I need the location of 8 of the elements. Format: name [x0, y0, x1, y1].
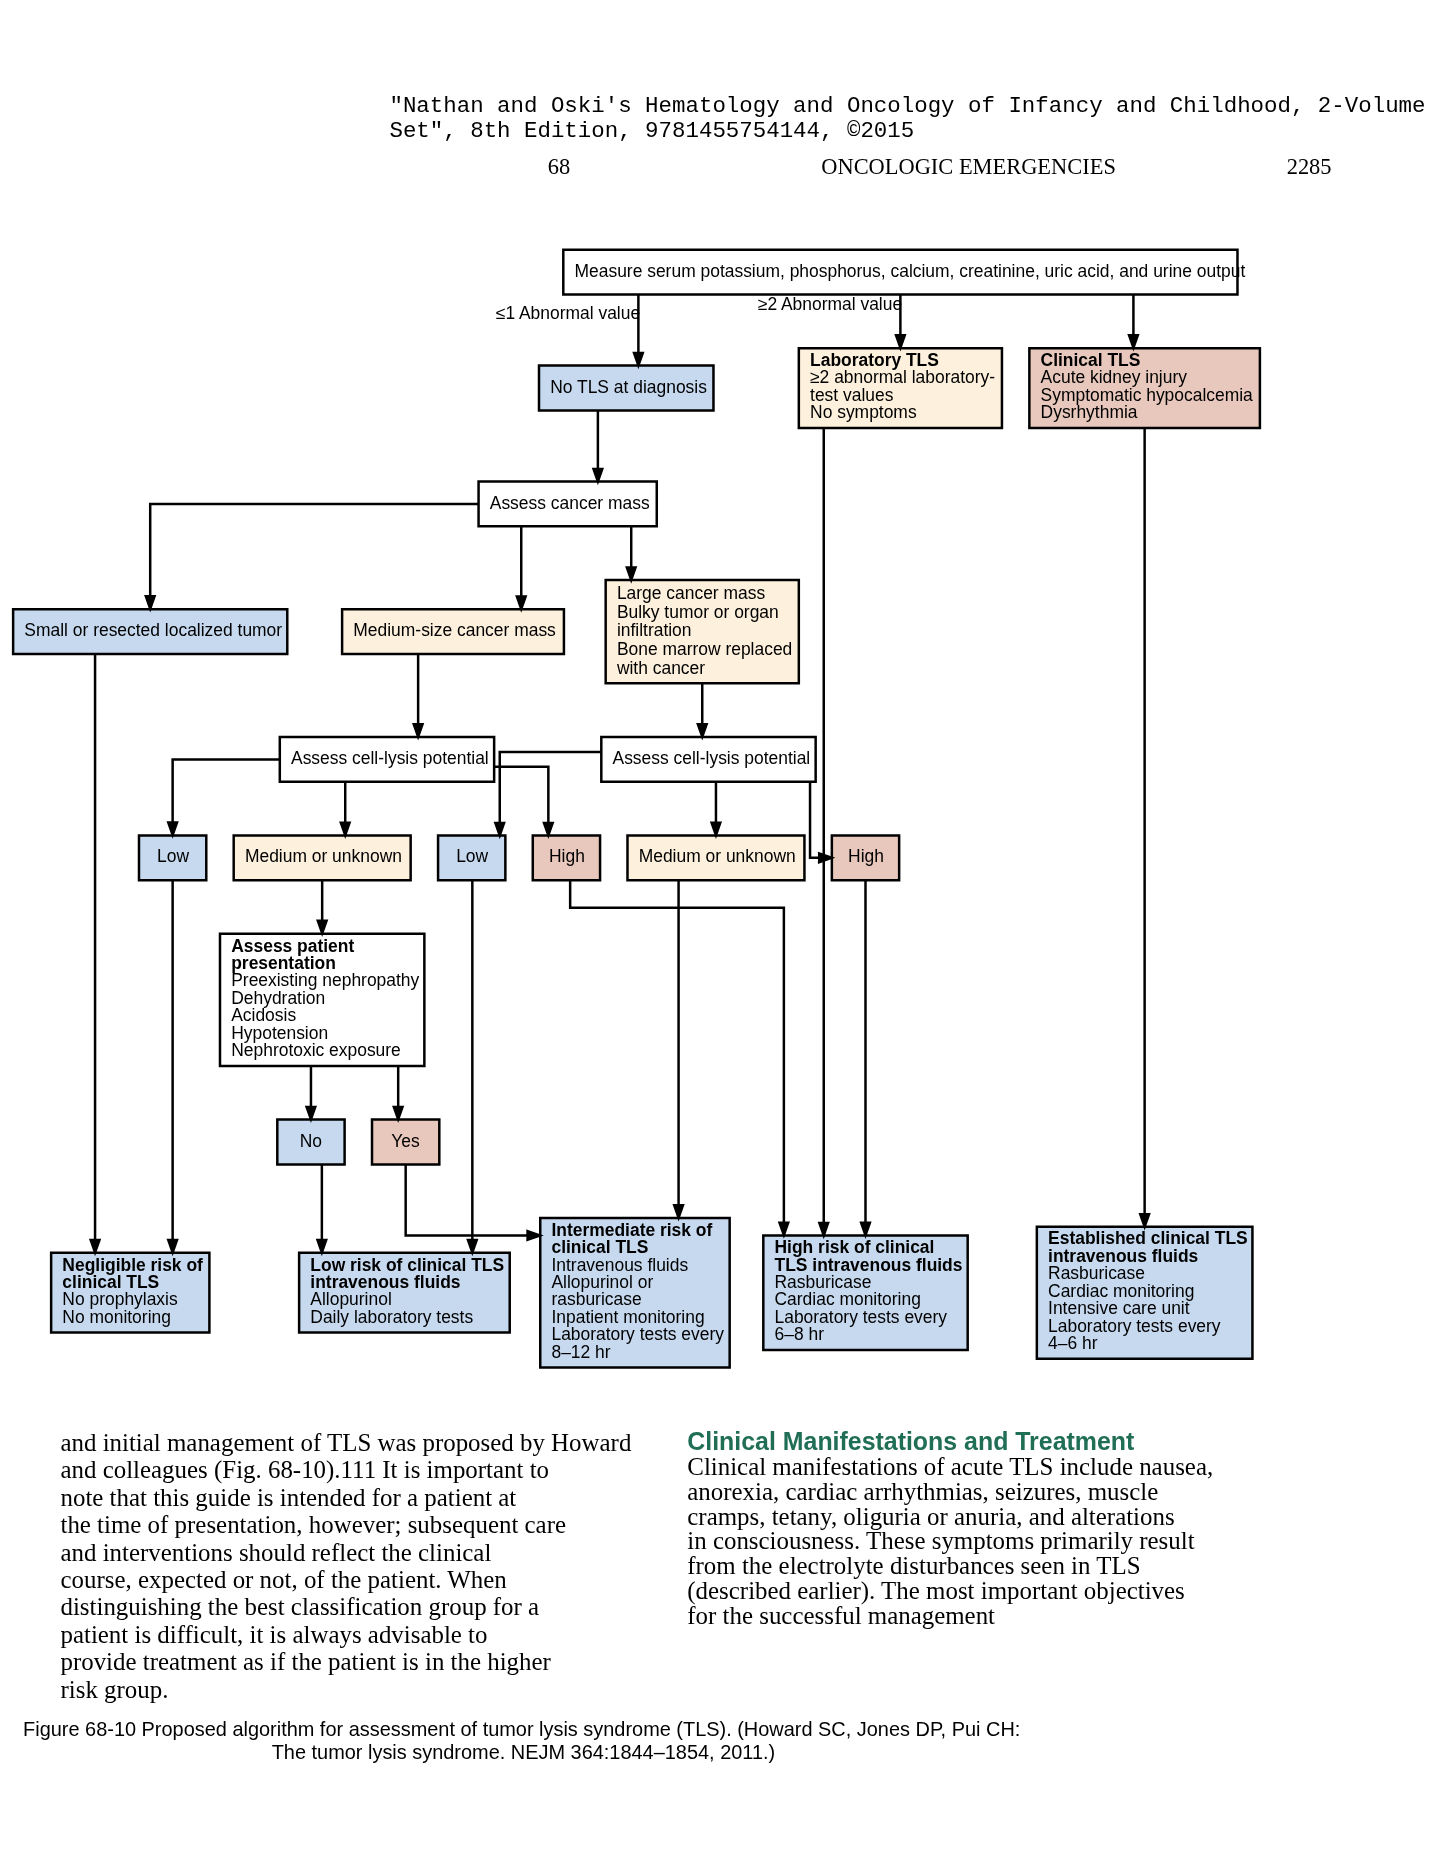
label: and initial management of TLS was proposed by Howard and colleagues (Fig. 68-10).111 It is important to note that this guide is intended for a patient at the time of presentation, however; subsequent care and interventions should reflect the clinical course, expected or not, of the patient. When distinguishing the best classification group for a patient is difficult, it is always advisable to provide treatment as if the patient is in the higher risk group. — [60, 1429, 632, 1703]
caption: Figure 68-10 Proposed algorithm for assessment of tumor lysis syndrome (TLS). (Howard SC, Jones DP, Pui CH: The tumor lysis syndrome. NEJM 364:1844–1854, 2011.) — [23, 1718, 1021, 1763]
label: ONCOLOGIC EMERGENCIES — [821, 154, 1116, 180]
label: 2285 — [1286, 154, 1332, 180]
label: Clinical manifestations of acute TLS include nausea, anorexia, cardiac arrhythmias, seizures, muscle cramps, tetany, oliguria or anuria, and alterations in consciousness. These symptoms primarily result from the electrolyte disturbances seen in TLS (described earlier). The most important objectives for the successful management — [687, 1452, 1214, 1630]
label: 68 — [547, 154, 571, 180]
label: Clinical Manifestations and Treatment — [687, 1426, 1135, 1455]
label: "Nathan and Oski's Hematology and Oncology of Infancy and Childhood, 2-Volume Set", 8th Edition, 9781455754144, ©2015 — [389, 92, 1426, 144]
